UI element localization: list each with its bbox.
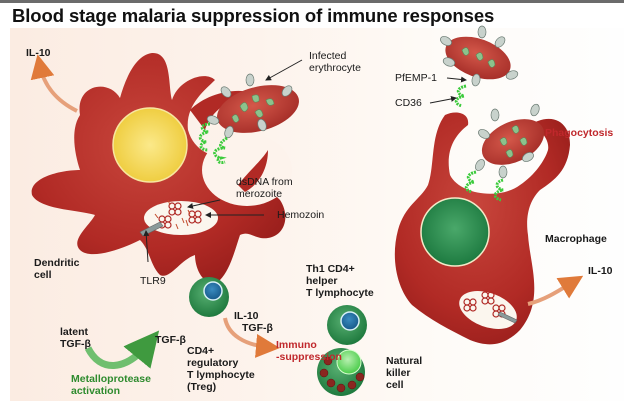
label-treg: CD4+ regulatory T lymphocyte (Treg) — [187, 345, 255, 393]
macrophage-cell — [394, 112, 570, 345]
label-dendritic-cell: Dendritic cell — [34, 257, 80, 281]
pointer-tlr9 — [143, 230, 150, 263]
macrophage-nucleus — [420, 197, 490, 267]
metalloprotease-activation-arrow — [84, 330, 160, 369]
label-line: dsDNA from — [236, 176, 293, 188]
infected-erythrocyte — [198, 73, 299, 164]
receptor-coil-icon — [198, 122, 228, 164]
label-line: latent — [60, 326, 89, 338]
macrophage-il10-arrow — [527, 275, 584, 306]
label-tlr9: TLR9 — [140, 275, 166, 287]
label-il10-treg: IL-10 — [234, 310, 259, 322]
dendritic-nucleus — [112, 107, 188, 183]
label-immunosuppression: Immuno -suppression — [276, 339, 342, 363]
label-line: -suppression — [276, 351, 342, 363]
treg-cell — [189, 277, 229, 317]
pointer-pfemp1 — [446, 76, 467, 83]
pointer-infected-erythrocyte — [265, 59, 303, 81]
phagocytic-cup — [202, 134, 292, 206]
label-line: TGF-β — [60, 338, 91, 350]
label-line: (Treg) — [187, 381, 217, 393]
label-line: Immuno — [276, 339, 317, 351]
label-il10-dendritic: IL-10 — [26, 47, 51, 59]
label-latent-tgfb: latent TGF-β — [60, 326, 91, 350]
label-line: cell — [34, 269, 52, 281]
label-line: Infected — [309, 50, 347, 62]
pfemp1-knob-icon — [206, 73, 293, 139]
label-line: CD4+ — [187, 345, 215, 357]
label-tgfb-treg: TGF-β — [242, 322, 273, 334]
label-il10-macrophage: IL-10 — [588, 265, 613, 277]
pointer-dsdna — [187, 199, 221, 209]
label-line: Metalloprotease — [71, 373, 151, 385]
label-infected-erythrocyte: Infected erythrocyte — [309, 50, 361, 74]
label-line: Natural — [386, 355, 423, 367]
cd36-coil-icon — [454, 84, 467, 108]
macrophage-tlr9-icon — [497, 311, 518, 324]
label-cd36: CD36 — [395, 97, 422, 109]
dsdna-icon — [154, 199, 191, 230]
label-line: cell — [386, 379, 404, 391]
label-metalloprotease-activation: Metalloprotease activation — [71, 373, 151, 397]
nk-granule-icon — [319, 356, 365, 393]
label-line: T lymphocyte — [187, 369, 255, 381]
macrophage-phagosome — [459, 291, 517, 329]
label-tgfb: TGF-β — [155, 334, 186, 346]
label-line: erythrocyte — [309, 62, 361, 74]
label-hemozoin: Hemozoin — [277, 209, 325, 221]
il10-secretion-arrow — [30, 54, 78, 113]
label-line: Th1 CD4+ — [306, 263, 355, 275]
label-line: killer — [386, 367, 411, 379]
top-border — [0, 0, 624, 3]
immunosuppression-arrow — [223, 317, 280, 358]
label-line: merozoite — [236, 188, 283, 200]
label-phagocytosis: Phagocytosis — [545, 127, 614, 139]
label-dsdna: dsDNA from merozoite — [236, 176, 293, 200]
page-title: Blood stage malaria suppression of immun… — [12, 5, 495, 26]
label-line: Dendritic — [34, 257, 80, 269]
label-line: regulatory — [187, 357, 239, 369]
pointer-cd36 — [429, 95, 457, 104]
label-line: helper — [306, 275, 338, 287]
dendritic-cell — [31, 52, 292, 283]
th1-helper-cell — [327, 305, 367, 345]
label-line: T lymphocyte — [306, 287, 374, 299]
erythrocyte-phagocytosis — [464, 103, 545, 202]
label-th1-helper: Th1 CD4+ helper T lymphocyte — [306, 263, 374, 299]
label-line: activation — [71, 385, 121, 397]
natural-killer-cell — [317, 348, 365, 396]
label-pfemp1: PfEMP-1 — [395, 72, 438, 84]
erythrocyte-bound-cd36 — [440, 25, 519, 108]
label-macrophage: Macrophage — [545, 233, 607, 245]
label-natural-killer: Natural killer cell — [386, 355, 422, 391]
